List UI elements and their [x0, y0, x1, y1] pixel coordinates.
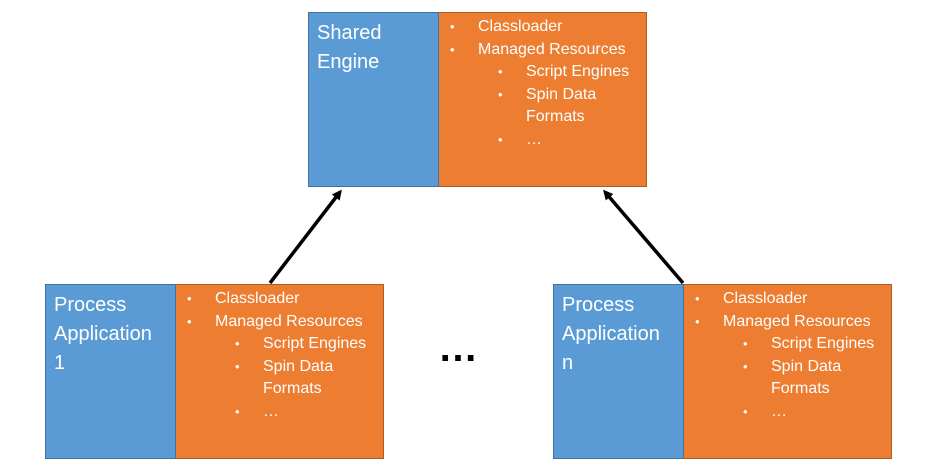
resource-item-classloader: Classloader	[684, 288, 891, 311]
shared-engine-title: Shared Engine	[308, 12, 439, 187]
resource-item-classloader: Classloader	[176, 288, 383, 311]
sub-item-spin-data-formats: Spin Data Formats	[176, 356, 383, 401]
sub-item-script-engines: Script Engines	[684, 333, 891, 356]
resource-item-managed-resources: Managed Resources	[684, 311, 891, 334]
sub-item-script-engines: Script Engines	[176, 333, 383, 356]
process-application-1-title: Process Application 1	[45, 284, 176, 459]
sub-item-more: …	[439, 129, 646, 152]
arrow-pan-to-engine	[603, 189, 685, 285]
sub-item-spin-data-formats: Spin Data Formats	[684, 356, 891, 401]
process-application-1-resources: Classloader Managed Resources Script Eng…	[176, 284, 384, 459]
sub-item-more: …	[176, 401, 383, 424]
sub-item-more: …	[684, 401, 891, 424]
more-applications-ellipsis: …	[438, 326, 479, 370]
sub-item-script-engines: Script Engines	[439, 61, 646, 84]
process-application-n-box: Process Application n Classloader Manage…	[553, 284, 892, 459]
resource-item-managed-resources: Managed Resources	[439, 39, 646, 62]
process-application-1-box: Process Application 1 Classloader Manage…	[45, 284, 384, 459]
resource-item-classloader: Classloader	[439, 16, 646, 39]
arrow-pa1-to-engine	[268, 189, 342, 285]
sub-item-spin-data-formats: Spin Data Formats	[439, 84, 646, 129]
process-application-n-resources: Classloader Managed Resources Script Eng…	[684, 284, 892, 459]
shared-engine-resources: Classloader Managed Resources Script Eng…	[439, 12, 647, 187]
shared-engine-box: Shared Engine Classloader Managed Resour…	[308, 12, 647, 187]
resource-item-managed-resources: Managed Resources	[176, 311, 383, 334]
